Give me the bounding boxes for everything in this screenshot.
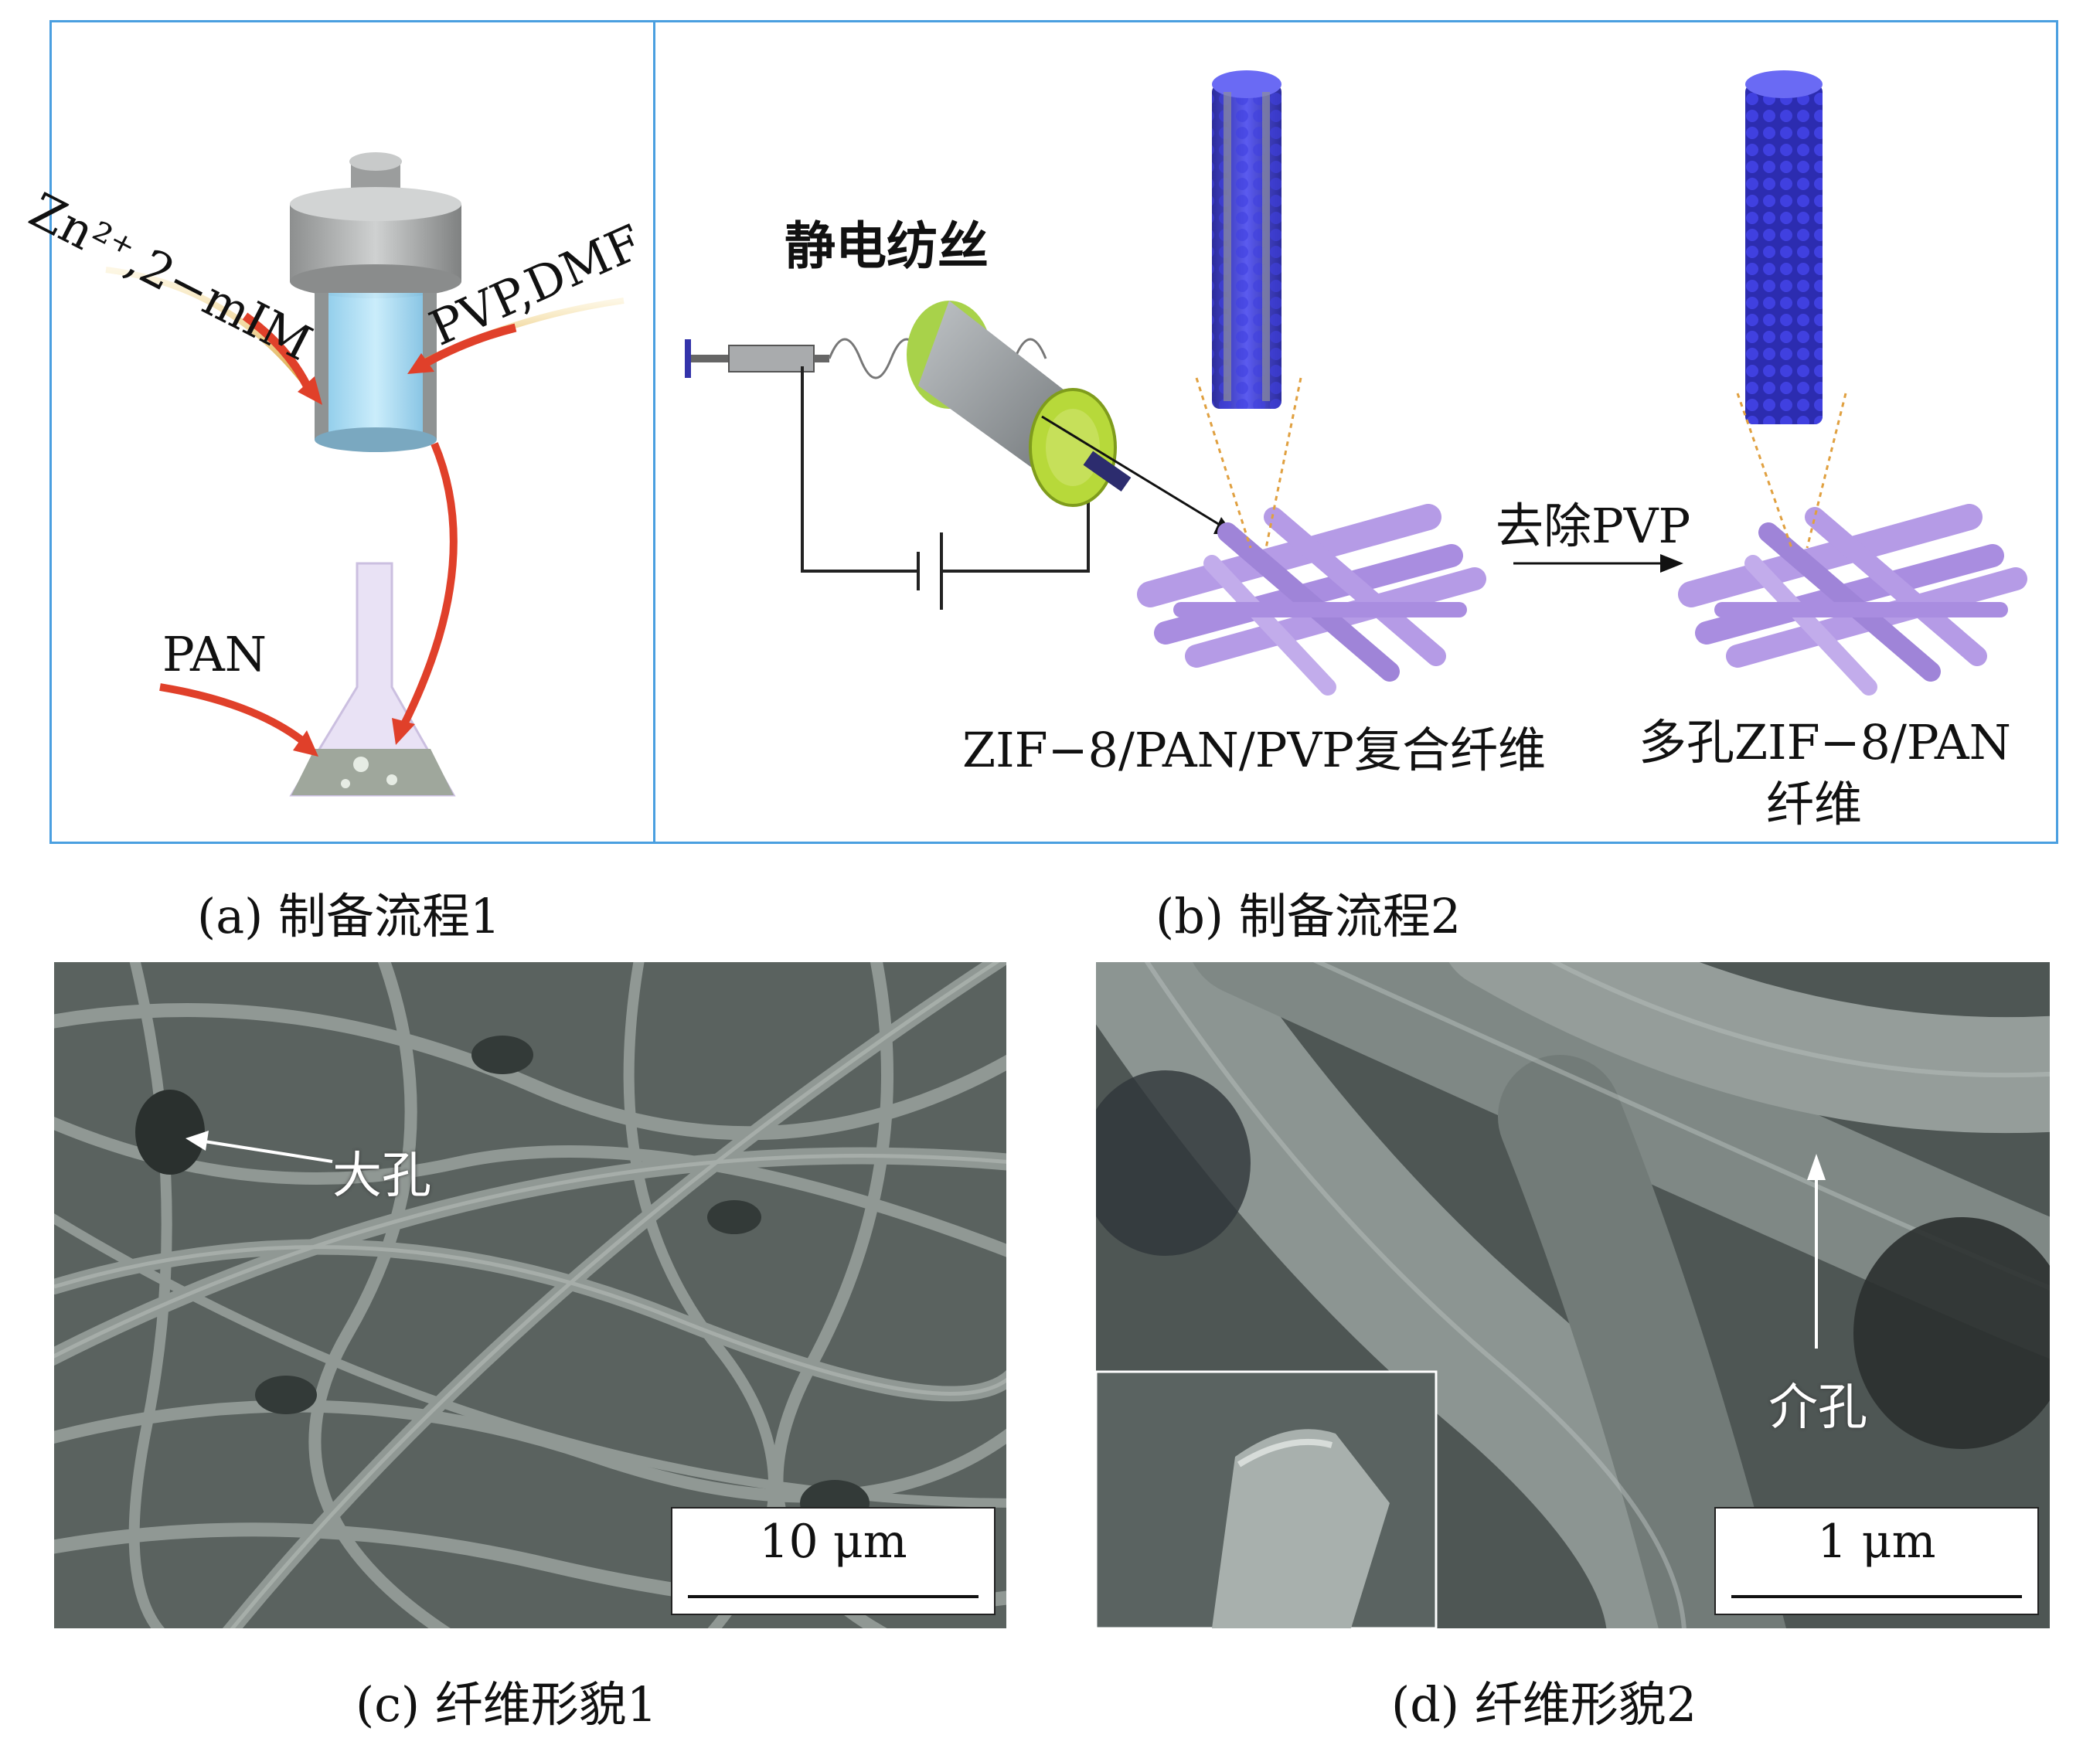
- macropore-label: 大孔: [332, 1148, 431, 1205]
- fiber-mat-composite: [1137, 504, 1486, 696]
- caption-a: (a) 制备流程1: [197, 888, 501, 944]
- scale-bar-d: 1 μm: [1714, 1507, 2039, 1615]
- zoom-lines-2: [1736, 393, 1847, 549]
- circuit-wire: [801, 366, 1090, 610]
- reagent-arrow-right: [407, 298, 625, 374]
- pointer-arrow: [1041, 415, 1220, 526]
- panel-a-illustration: [105, 152, 625, 797]
- panel-b-frame: [653, 20, 2058, 844]
- scale-bar-d-line: [1731, 1595, 2022, 1598]
- composite-fiber-rod: [1212, 70, 1281, 409]
- composite-fiber-label: ZIF−8/PAN/PVP复合纤维: [962, 722, 1547, 778]
- zoom-lines-1: [1195, 377, 1302, 549]
- syringe-icon: [685, 339, 829, 378]
- caption-c: (c) 纤维形貌1: [356, 1676, 658, 1733]
- porous-fiber-label-line2: 纤维: [1766, 776, 1863, 832]
- fiber-mat-porous: [1678, 504, 2027, 696]
- pan-arrow: [159, 683, 318, 757]
- collector-drum-icon: [907, 301, 1132, 507]
- reagent-label-pan: PAN: [162, 626, 267, 682]
- porous-fiber-label-line1: 多孔ZIF−8/PAN: [1639, 714, 2011, 770]
- autoclave-icon: [290, 152, 461, 452]
- transfer-arrow: [392, 442, 458, 745]
- caption-b: (b) 制备流程2: [1156, 888, 1462, 944]
- mesopore-label: 介孔: [1768, 1379, 1867, 1437]
- reagent-arrow-left: [105, 267, 322, 405]
- remove-pvp-label: 去除PVP: [1496, 498, 1691, 554]
- macropore-arrow: [194, 1138, 333, 1163]
- caption-d: (d) 纤维形貌2: [1391, 1676, 1697, 1733]
- scale-bar-d-text: 1 μm: [1817, 1515, 1936, 1569]
- electrospinning-label: 静电纺丝: [785, 216, 989, 276]
- scale-bar-c: 10 μm: [671, 1507, 996, 1615]
- porous-fiber-rod: [1745, 70, 1823, 424]
- scale-bar-c-text: 10 μm: [759, 1515, 907, 1569]
- panel-b-illustration: [685, 70, 2027, 696]
- scale-bar-c-line: [688, 1595, 979, 1598]
- sem-image-d: [1096, 962, 2050, 1628]
- flask-icon: [289, 562, 456, 797]
